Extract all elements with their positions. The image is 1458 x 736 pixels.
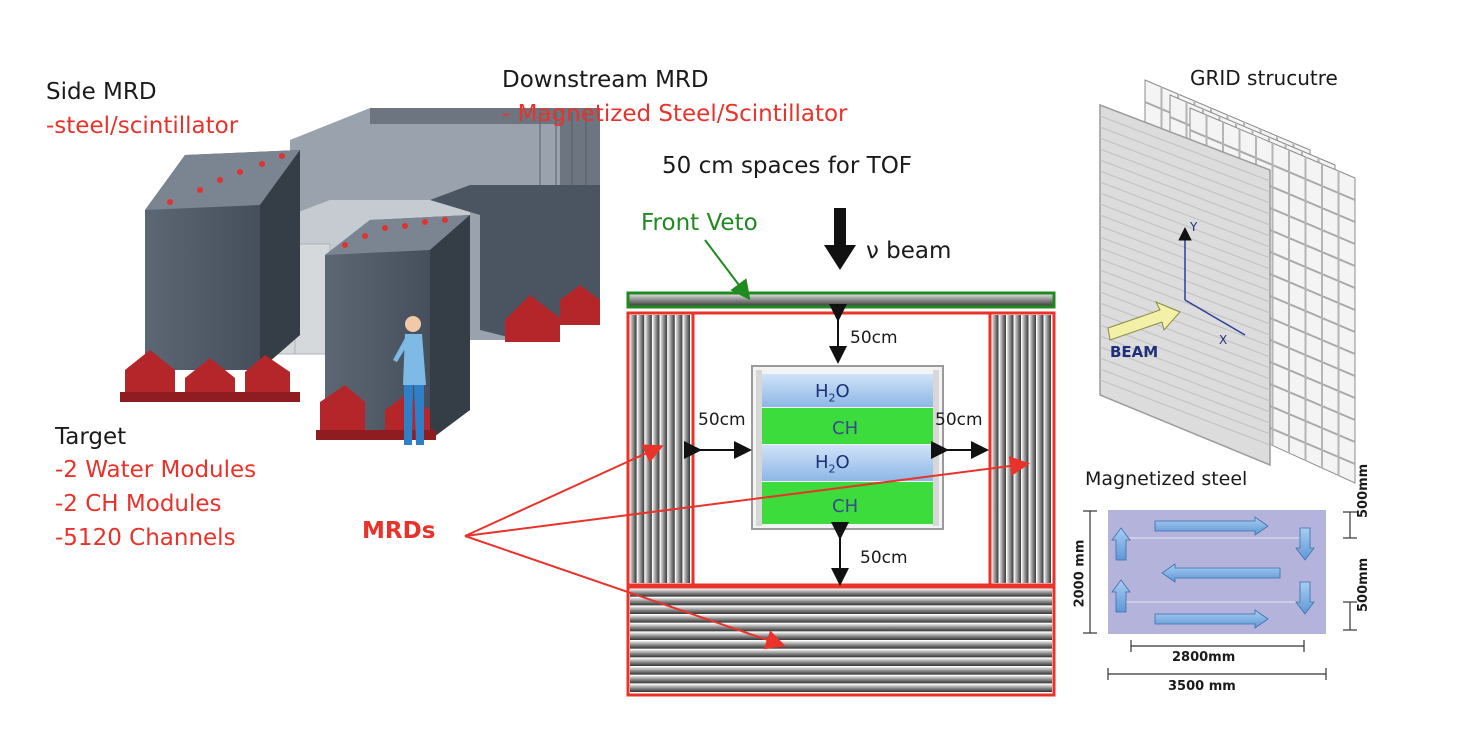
downstream-mrd-bar (630, 658, 1052, 666)
side-mrd-bar (1022, 315, 1029, 583)
grid-beam-label: BEAM (1110, 343, 1159, 361)
grid-beam-arrow (1107, 301, 1181, 341)
gap-top-label: 50cm (850, 328, 898, 348)
module-label-ch-1: CH (832, 418, 859, 439)
downstream-mrd-bar (630, 623, 1052, 632)
mrd-pointers (464, 444, 1030, 650)
side-mrd-bar (660, 315, 668, 583)
front-veto-label: Front Veto (641, 210, 758, 236)
downstream-mrd-bar (630, 641, 1052, 649)
gap-bottom-label: 50cm (860, 548, 908, 568)
side-mrd-bar (999, 315, 1006, 583)
side-mrd-bar (1044, 315, 1051, 583)
side-mrd-bar (645, 315, 652, 583)
downstream-mrd-bar (630, 632, 1052, 640)
downstream-mrd-bar (630, 649, 1052, 658)
target-item-ch: -2 CH Modules (55, 491, 222, 517)
ch-module-2 (762, 482, 933, 524)
module-label-h2o-1: H2O (815, 381, 850, 405)
downstream-mrd-bar (630, 589, 1052, 597)
downstream-mrd-title: Downstream MRD (502, 67, 709, 93)
detector-3d-illustration (120, 108, 600, 445)
side-mrd-bar (992, 315, 999, 583)
module-label-h2o-2: H2O (815, 452, 850, 476)
beam-arrow (824, 208, 856, 270)
side-mrd-bar (1014, 315, 1021, 583)
beam-label: ν beam (866, 238, 952, 264)
side-mrd-bar (630, 315, 637, 583)
gap-right-label: 50cm (935, 410, 983, 430)
steel-height-label: 2000 mm (1072, 539, 1088, 608)
grid-title: GRID strucutre (1190, 66, 1338, 90)
target-title: Target (55, 424, 127, 450)
downstream-mrd-bar (630, 597, 1052, 606)
side-mrd-bar (683, 315, 690, 583)
gap-left-label: 50cm (698, 410, 746, 430)
mrds-label: MRDs (362, 518, 436, 544)
steel-inner-width-label: 2800mm (1172, 650, 1236, 665)
water-module-2 (762, 445, 933, 481)
magnetized-steel-diagram (1083, 510, 1357, 680)
side-mrd-bar (675, 315, 683, 583)
target-item-water: -2 Water Modules (55, 457, 257, 483)
magnetized-steel-title: Magnetized steel (1085, 468, 1248, 490)
downstream-mrd-bar (630, 606, 1052, 614)
grid-x-label: X (1219, 333, 1228, 347)
side-mrd-bar (1007, 315, 1014, 583)
module-label-ch-2: CH (832, 496, 859, 517)
side-mrd-bar (1037, 315, 1044, 583)
grid-y-label: Y (1190, 220, 1198, 234)
grid-structure-illustration (1099, 79, 1356, 484)
downstream-mrd-bar (630, 667, 1052, 675)
steel-gap-top-label: 500mm (1356, 463, 1371, 518)
tof-spaces-label: 50 cm spaces for TOF (662, 153, 913, 179)
front-veto-pointer (704, 239, 751, 301)
side-mrd-bar (1029, 315, 1036, 583)
downstream-mrd-bar (630, 675, 1052, 684)
steel-outer-width-label: 3500 mm (1168, 679, 1236, 694)
side-mrd-title: Side MRD (46, 79, 157, 105)
side-mrd-subtitle: -steel/scintillator (46, 113, 239, 139)
ch-module-1 (762, 408, 933, 444)
downstream-mrd-outline (626, 585, 1056, 697)
downstream-mrd-subtitle: - Magnetized Steel/Scintillator (502, 101, 848, 127)
downstream-mrd-bar (630, 684, 1052, 692)
person-figure (393, 316, 426, 445)
side-mrd-bar (637, 315, 645, 583)
target-item-channels: -5120 Channels (55, 525, 236, 551)
side-mrd-bar (668, 315, 675, 583)
water-module-1 (762, 374, 933, 407)
downstream-mrd-bar (630, 615, 1052, 623)
steel-gap-bottom-label: 500mm (1356, 557, 1371, 612)
